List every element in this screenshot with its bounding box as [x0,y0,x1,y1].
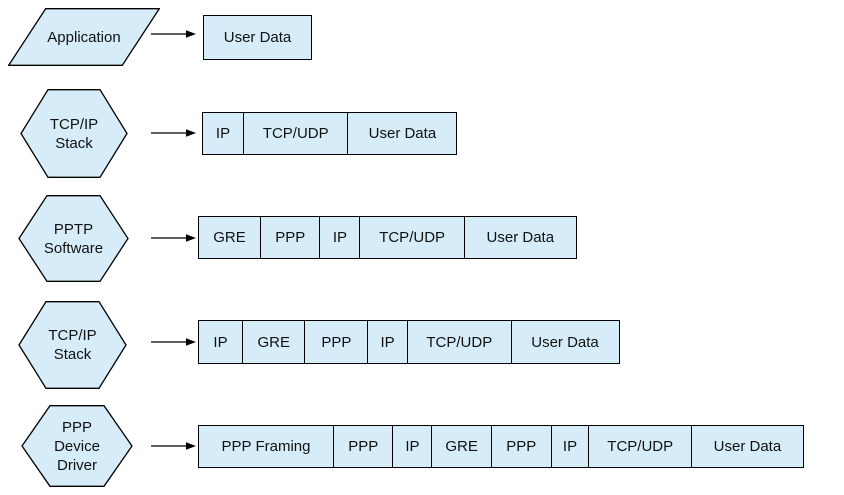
packet-cell-user-data: User Data [347,112,458,155]
shape-label-application: Application [8,8,160,66]
shape-label-line: TCP/IP [49,115,99,133]
packet-cell-ppp: PPP [304,320,369,364]
shape-tcpip-stack-hexagon: TCP/IP Stack [20,89,128,178]
shape-label-line: Application [47,28,121,46]
parallelogram-outline [8,8,160,66]
shape-label-tcpip-stack2: TCP/IP Stack [18,301,127,389]
packet-row4: IP GRE PPP IP TCP/UDP User Data [198,320,620,364]
packet-cell-ppp: PPP [259,216,321,259]
hexagon-outline [21,405,133,487]
shape-label-line: PPTP [53,220,94,238]
packet-row2: IP TCP/UDP User Data [202,112,458,155]
shape-label-ppp-device-driver: PPP Device Driver [21,405,133,487]
packet-cell-ip: IP [202,112,244,155]
packet-cell-tcp-udp: TCP/UDP [406,320,512,364]
shape-label-pptp-software: PPTP Software [18,195,129,282]
packet-row3: GRE PPP IP TCP/UDP User Data [198,216,577,259]
packet-cell-user-data: User Data [510,320,620,364]
hexagon-outline [18,301,127,389]
shape-label-line: Driver [57,456,97,474]
packet-cell-gre: GRE [198,216,261,259]
shape-label-line: PPP [61,418,92,436]
packet-row1: User Data [203,15,312,60]
packet-row5: PPP Framing PPP IP GRE PPP IP TCP/UDP Us… [198,425,804,468]
packet-cell-tcp-udp: TCP/UDP [359,216,466,259]
shape-label-line: TCP/IP [48,327,97,344]
arrow-row2 [150,127,198,139]
packet-cell-ip: IP [392,425,433,468]
shape-pptp-software-hexagon: PPTP Software [18,195,129,282]
packet-cell-ppp2: PPP [490,425,552,468]
arrow-row5 [150,440,198,452]
packet-cell-ip: IP [319,216,361,259]
shape-ppp-device-driver-hexagon: PPP Device Driver [21,405,133,487]
hexagon-outline [18,195,129,282]
shape-label-line: Stack [55,134,93,152]
packet-cell-ip: IP [198,320,243,364]
packet-cell-user-data: User Data [463,216,577,259]
arrow-row4 [150,336,198,348]
arrow-row3 [150,232,198,244]
shape-label-line: Device [54,437,100,455]
packet-cell-user-data: User Data [690,425,804,468]
packet-cell-ppp: PPP [332,425,394,468]
packet-cell-gre: GRE [241,320,306,364]
shape-label-line: Stack [53,346,92,363]
arrow-row1 [150,28,198,40]
shape-label-line: Software [43,239,104,257]
packet-cell-tcp-udp: TCP/UDP [588,425,693,468]
packet-cell-gre: GRE [431,425,493,468]
packet-cell-tcp-udp: TCP/UDP [242,112,349,155]
shape-application-parallelogram: Application [8,8,160,66]
packet-cell-user-data: User Data [203,15,312,60]
hexagon-outline [20,89,128,178]
shape-label-tcpip-stack: TCP/IP Stack [20,89,128,178]
packet-cell-ip2: IP [367,320,409,364]
packet-cell-ppp-framing: PPP Framing [198,425,334,468]
packet-cell-ip2: IP [550,425,590,468]
shape-tcpip-stack2-hexagon: TCP/IP Stack [18,301,127,389]
